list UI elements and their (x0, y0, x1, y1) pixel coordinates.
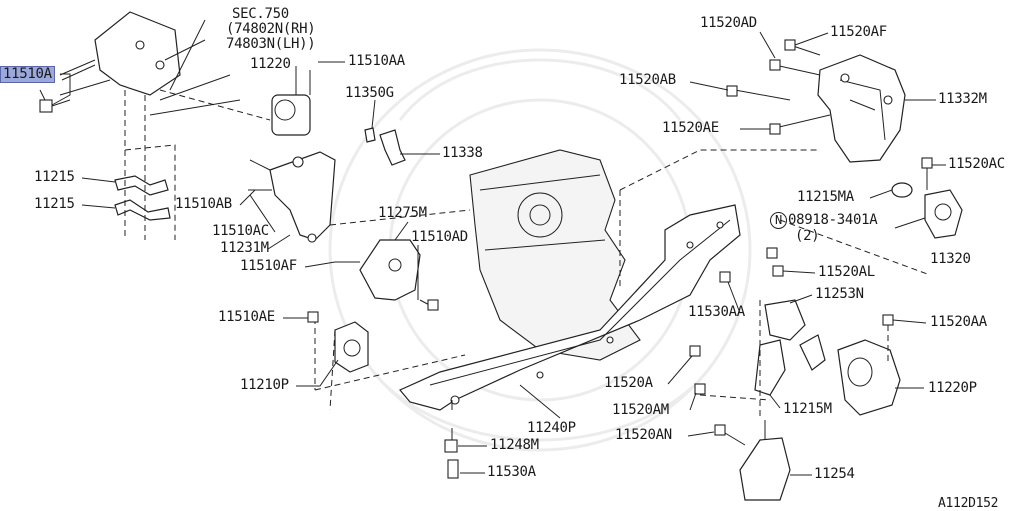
part-label-11520AA[interactable]: 11520AA (930, 314, 987, 330)
part-label-11320[interactable]: 11320 (930, 251, 971, 267)
part-label-11215-lower[interactable]: 11215 (34, 196, 75, 212)
part-label-11510AA[interactable]: 11510AA (348, 53, 405, 69)
part-label-11520AE[interactable]: 11520AE (662, 120, 719, 136)
part-label-11210P[interactable]: 11210P (240, 377, 289, 393)
section-ref-line-2: (74802N(RH) (226, 21, 316, 37)
center-member-11240P (399, 204, 741, 411)
part-label-11215MA[interactable]: 11215MA (797, 189, 854, 205)
part-label-11520A[interactable]: 11520A (604, 375, 653, 391)
part-label-11510A[interactable]: 11510A (0, 66, 55, 83)
part-label-11254[interactable]: 11254 (814, 466, 855, 482)
part-label-11520AB[interactable]: 11520AB (619, 72, 676, 88)
part-label-11220P[interactable]: 11220P (928, 380, 977, 396)
part-label-11231M[interactable]: 11231M (220, 240, 269, 256)
body-bracket-sec750 (59, 11, 241, 116)
n-symbol-icon: N (770, 212, 787, 229)
part-label-11510AD[interactable]: 11510AD (411, 229, 468, 245)
bracket-11275M (335, 239, 439, 311)
part-label-11520AN[interactable]: 11520AN (615, 427, 672, 443)
part-label-11520AC[interactable]: 11520AC (948, 156, 1005, 172)
part-label-11510AE[interactable]: 11510AE (218, 309, 275, 325)
part-label-08918-qty: (2) (795, 228, 820, 244)
bolts-and-guides (159, 89, 931, 479)
part-label-11350G[interactable]: 11350G (345, 85, 394, 101)
part-label-11520AD[interactable]: 11520AD (700, 15, 757, 31)
part-label-11510AB[interactable]: 11510AB (175, 196, 232, 212)
part-label-11253N[interactable]: 11253N (815, 286, 864, 302)
part-label-11530AA[interactable]: 11530AA (688, 304, 745, 320)
part-label-11332M[interactable]: 11332M (938, 91, 987, 107)
clips-11215 (114, 90, 176, 240)
part-label-11220[interactable]: 11220 (250, 56, 291, 72)
mount-11220-bracket-11231M (248, 70, 336, 243)
mount-11320 (891, 157, 963, 239)
bracket-11332M (726, 39, 906, 163)
part-label-11520AM[interactable]: 11520AM (612, 402, 669, 418)
figure-id: A112D152 (938, 496, 999, 511)
part-label-11215-upper[interactable]: 11215 (34, 169, 75, 185)
section-ref-line-1: SEC.750 (232, 6, 289, 22)
part-label-11520AF[interactable]: 11520AF (830, 24, 887, 40)
bracket-11215M-11253N (754, 299, 826, 396)
part-label-11215M[interactable]: 11215M (783, 401, 832, 417)
part-label-11510AC[interactable]: 11510AC (212, 223, 269, 239)
part-label-11520AL[interactable]: 11520AL (818, 264, 875, 280)
part-label-11248M[interactable]: 11248M (490, 437, 539, 453)
part-label-11510AF[interactable]: 11510AF (240, 258, 297, 274)
part-label-11338[interactable]: 11338 (442, 145, 483, 161)
bracket-11254 (714, 420, 791, 501)
part-label-11240P[interactable]: 11240P (527, 420, 576, 436)
part-label-11530A[interactable]: 11530A (487, 464, 536, 480)
part-label-11275M[interactable]: 11275M (378, 205, 427, 221)
section-ref-line-3: 74803N(LH)) (226, 36, 316, 52)
mount-11220P (837, 314, 901, 416)
part-label-08918-3401A[interactable]: 08918-3401A (788, 212, 878, 228)
bracket-11338 (364, 127, 406, 166)
